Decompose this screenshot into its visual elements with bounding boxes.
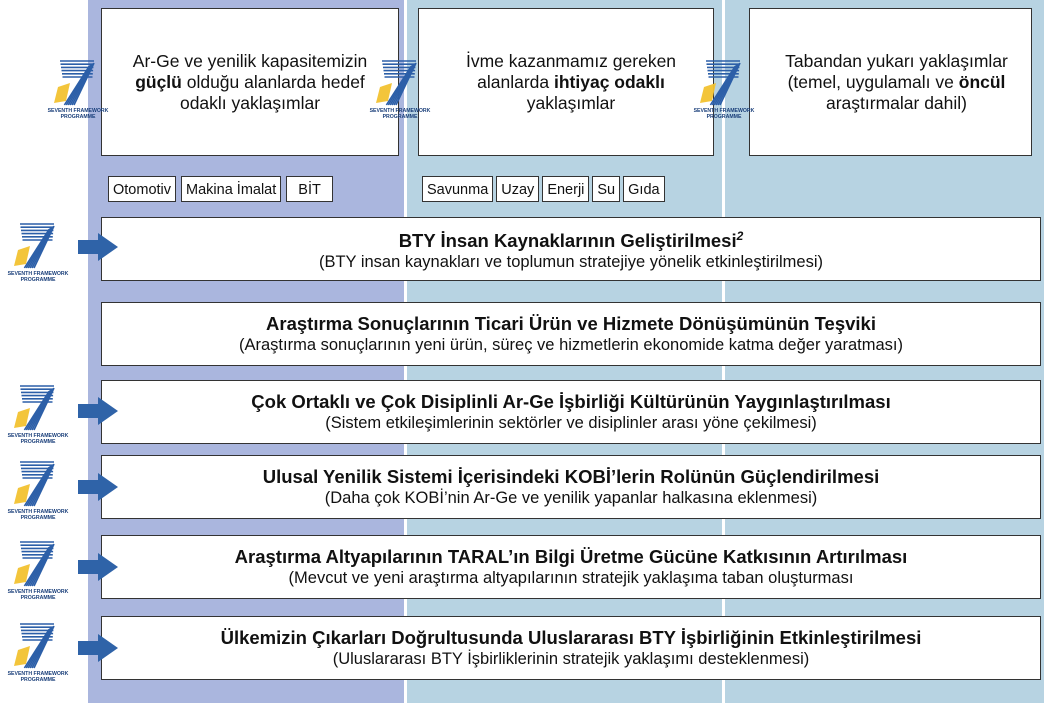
top-box-text: yaklaşımlar: [526, 92, 616, 113]
top-box-text: araştırmalar dahil): [825, 92, 968, 113]
top-box-text: Ar-Ge ve yenilik kapasitemizin: [132, 50, 368, 71]
svg-text:PROGRAMME: PROGRAMME: [21, 515, 56, 521]
arrow-right-icon: [78, 233, 118, 261]
row-title: BTY İnsan Kaynaklarının Geliştirilmesi: [398, 230, 737, 252]
strategy-row-4: Ulusal Yenilik Sistemi İçerisindeki KOBİ…: [101, 455, 1041, 519]
row-subtitle: (Mevcut ve yeni araştırma altyapılarının…: [288, 569, 854, 587]
svg-text:PROGRAMME: PROGRAMME: [21, 277, 56, 283]
svg-text:SEVENTH FRAMEWORK: SEVENTH FRAMEWORK: [8, 671, 69, 677]
top-box-targeted: Ar-Ge ve yenilik kapasitemizin güçlü old…: [101, 8, 399, 156]
svg-text:PROGRAMME: PROGRAMME: [383, 114, 418, 120]
top-box-text: Tabandan yukarı yaklaşımlar (temel, uygu…: [785, 50, 1008, 92]
svg-text:SEVENTH FRAMEWORK: SEVENTH FRAMEWORK: [8, 271, 69, 277]
svg-text:SEVENTH FRAMEWORK: SEVENTH FRAMEWORK: [8, 509, 69, 515]
arrow-right-icon: [78, 553, 118, 581]
row-title: Çok Ortaklı ve Çok Disiplinli Ar-Ge İşbi…: [251, 391, 891, 412]
strategy-row-3: Çok Ortaklı ve Çok Disiplinli Ar-Ge İşbi…: [101, 380, 1041, 444]
sector-tag: Enerji: [542, 176, 590, 202]
svg-text:PROGRAMME: PROGRAMME: [21, 439, 56, 445]
row-title: Ülkemizin Çıkarları Doğrultusunda Ulusla…: [220, 627, 922, 648]
svg-text:PROGRAMME: PROGRAMME: [707, 114, 742, 120]
svg-text:SEVENTH FRAMEWORK: SEVENTH FRAMEWORK: [694, 108, 755, 114]
svg-text:PROGRAMME: PROGRAMME: [61, 114, 96, 120]
row-title: Ulusal Yenilik Sistemi İçerisindeki KOBİ…: [262, 466, 880, 487]
top-box-bold-text: güçlü: [135, 71, 182, 92]
row-title: Araştırma Sonuçlarının Ticari Ürün ve Hi…: [266, 313, 876, 334]
strategy-row-5: Araştırma Altyapılarının TARAL’ın Bilgi …: [101, 535, 1041, 599]
arrow-right-icon: [78, 397, 118, 425]
row-subtitle: (Araştırma sonuçlarının yeni ürün, süreç…: [239, 336, 903, 354]
svg-text:PROGRAMME: PROGRAMME: [21, 677, 56, 683]
row-subtitle: (Uluslararası BTY İşbirliklerinin strate…: [332, 650, 810, 668]
sector-tag: Makina İmalat: [181, 176, 282, 202]
top-box-bold-text: öncül: [958, 71, 1006, 92]
footnote-marker: 2: [736, 228, 744, 243]
row-subtitle: (Sistem etkileşimlerinin sektörler ve di…: [325, 414, 817, 432]
svg-text:PROGRAMME: PROGRAMME: [21, 595, 56, 601]
top-box-bottom-up: Tabandan yukarı yaklaşımlar (temel, uygu…: [749, 8, 1032, 156]
strategy-row-2: Araştırma Sonuçlarının Ticari Ürün ve Hi…: [101, 302, 1041, 366]
sector-tag: Su: [592, 176, 621, 202]
row-subtitle: (BTY insan kaynakları ve toplumun strate…: [318, 253, 824, 272]
row-title: Araştırma Altyapılarının TARAL’ın Bilgi …: [234, 546, 908, 567]
sector-tags-col1: Otomotiv Makina İmalat BİT: [108, 176, 333, 202]
sector-tags-col2: Savunma Uzay Enerji Su Gıda: [422, 176, 665, 202]
row-subtitle: (Daha çok KOBİ’nin Ar-Ge ve yenilik yapa…: [324, 489, 818, 507]
top-box-text: olduğu alanlarda hedef odaklı yaklaşımla…: [179, 71, 365, 113]
sector-tag: Savunma: [422, 176, 494, 202]
top-box-need-driven: İvme kazanmamız gereken alanlarda ihtiya…: [418, 8, 714, 156]
sector-tag: Uzay: [496, 176, 540, 202]
svg-text:SEVENTH FRAMEWORK: SEVENTH FRAMEWORK: [48, 108, 109, 114]
top-box-text: İvme kazanmamız gereken alanlarda: [465, 50, 677, 92]
sector-tag: BİT: [286, 176, 333, 202]
arrow-right-icon: [78, 473, 118, 501]
top-box-bold-text: ihtiyaç odaklı: [554, 71, 665, 92]
svg-text:SEVENTH FRAMEWORK: SEVENTH FRAMEWORK: [8, 433, 69, 439]
strategy-row-1: BTY İnsan Kaynaklarının Geliştirilmesi2 …: [101, 217, 1041, 281]
arrow-right-icon: [78, 634, 118, 662]
svg-text:SEVENTH FRAMEWORK: SEVENTH FRAMEWORK: [8, 589, 69, 595]
strategy-row-6: Ülkemizin Çıkarları Doğrultusunda Ulusla…: [101, 616, 1041, 680]
sector-tag: Otomotiv: [108, 176, 177, 202]
svg-text:SEVENTH FRAMEWORK: SEVENTH FRAMEWORK: [370, 108, 431, 114]
sector-tag: Gıda: [623, 176, 665, 202]
